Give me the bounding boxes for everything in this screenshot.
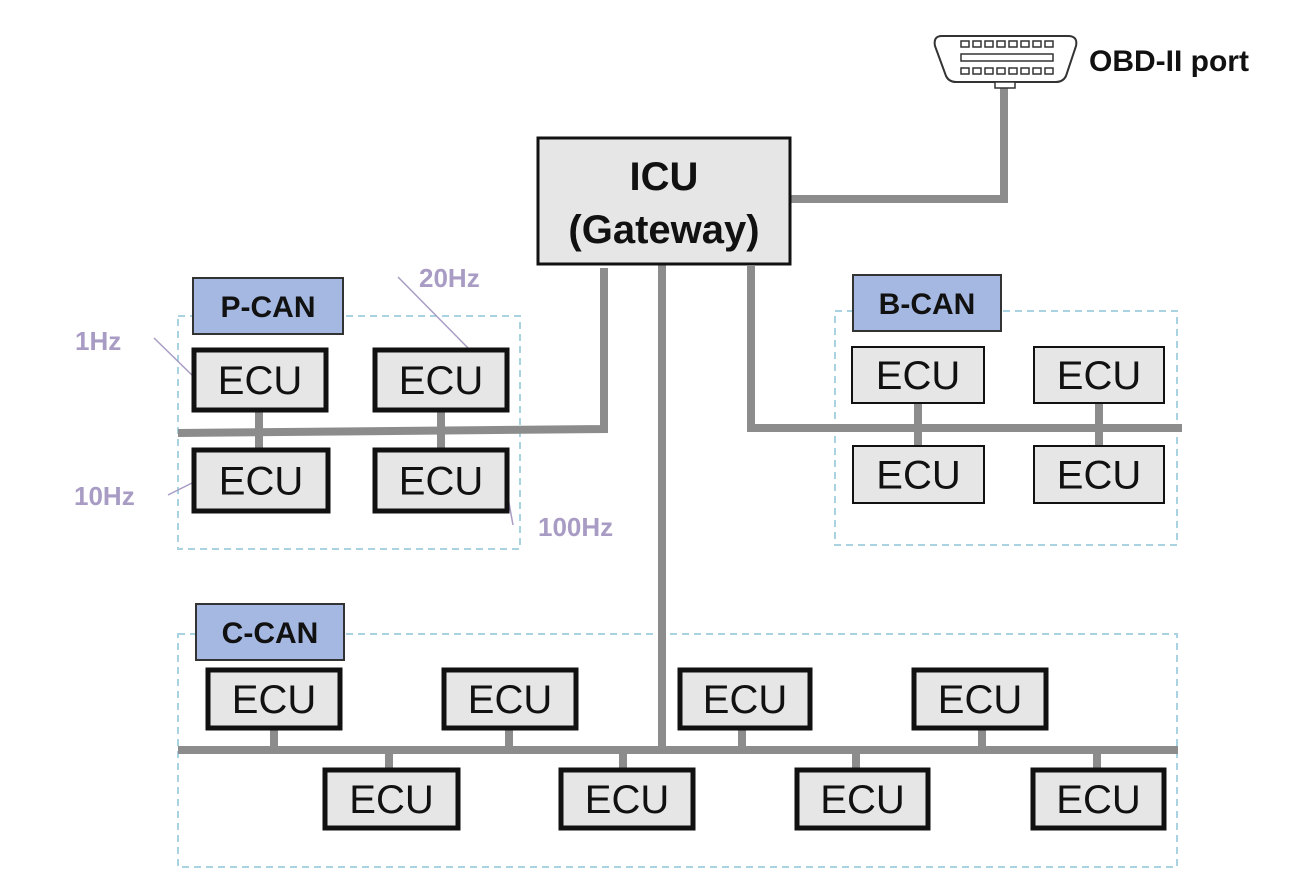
- p-can-label: P-CAN: [221, 291, 316, 324]
- ecu-node: ECU: [191, 347, 329, 413]
- b-can-label: B-CAN: [879, 288, 976, 321]
- ecu-box: [558, 767, 696, 831]
- ecu-node: ECU: [441, 667, 579, 731]
- ecu-label: ECU: [1057, 454, 1141, 498]
- freq-leader: [397, 276, 471, 351]
- ecu-label: ECU: [218, 359, 302, 403]
- ecu-box: [191, 347, 329, 413]
- ecu-box: [852, 445, 985, 504]
- ecu-label: ECU: [876, 354, 960, 398]
- ecu-label: ECU: [938, 678, 1022, 722]
- ecu-node: ECU: [1033, 445, 1165, 504]
- ecu-label: ECU: [468, 678, 552, 722]
- ecu-label: ECU: [349, 778, 433, 822]
- ecu-node: ECU: [205, 667, 343, 731]
- ecu-node: ECU: [372, 447, 510, 514]
- ecu-box: [441, 667, 579, 731]
- obd-port-icon: [933, 35, 1078, 89]
- freq-leader: [167, 480, 197, 496]
- ecu-node: ECU: [794, 767, 931, 831]
- ecu-label: ECU: [399, 359, 483, 403]
- ecu-box: [191, 447, 331, 514]
- ecu-label: ECU: [1056, 778, 1140, 822]
- freq-leader: [153, 337, 197, 380]
- ecu-box: [1033, 346, 1165, 404]
- ecu-node: ECU: [1033, 346, 1165, 404]
- p-can-link: [177, 268, 608, 437]
- c-can-label-box: [195, 603, 345, 661]
- ecu-node: ECU: [1030, 767, 1167, 831]
- ecu-box: [794, 767, 931, 831]
- ecu-label: ECU: [820, 778, 904, 822]
- ecu-label: ECU: [876, 454, 960, 498]
- ecu-box: [677, 667, 813, 731]
- ecu-label: ECU: [232, 678, 316, 722]
- ecu-node: ECU: [851, 346, 985, 404]
- icu-gateway-box: [536, 136, 792, 266]
- icu-title: ICU: [630, 155, 699, 199]
- ecu-node: ECU: [911, 667, 1049, 731]
- frequency-label: 20Hz: [419, 263, 480, 293]
- ecu-node: ECU: [322, 767, 461, 831]
- icu-subtitle: (Gateway): [568, 208, 759, 252]
- frequency-label: 10Hz: [74, 481, 135, 511]
- ecu-node: ECU: [372, 347, 510, 413]
- ecu-label: ECU: [219, 460, 303, 504]
- frequency-label: 1Hz: [75, 326, 121, 356]
- obd-link: [791, 87, 1008, 203]
- ecu-box: [372, 447, 510, 514]
- ecu-box: [851, 346, 985, 404]
- ecu-box: [1033, 445, 1165, 504]
- b-can-label-box: [852, 274, 1002, 332]
- p-can-label-box: [192, 277, 344, 335]
- c-can-region: [177, 633, 1178, 868]
- ecu-node: ECU: [677, 667, 813, 731]
- ecu-label: ECU: [399, 460, 483, 504]
- b-can-link: [747, 266, 1182, 432]
- ecu-box: [372, 347, 510, 413]
- ecu-nodes: ECU ECU ECU ECU ECU ECU ECU ECU ECU ECU ECU ECU ECU E…: [191, 346, 1167, 831]
- ecu-box: [205, 667, 343, 731]
- wires: [177, 87, 1182, 770]
- ecu-node: ECU: [191, 447, 331, 514]
- ecu-box: [1030, 767, 1167, 831]
- ecu-box: [322, 767, 461, 831]
- ecu-box: [911, 667, 1049, 731]
- obd-port-label: OBD-II port: [1089, 45, 1249, 78]
- ecu-label: ECU: [585, 778, 669, 822]
- ecu-node: ECU: [558, 767, 696, 831]
- ecu-node: ECU: [852, 445, 985, 504]
- ecu-label: ECU: [703, 678, 787, 722]
- c-can-label: C-CAN: [222, 617, 319, 650]
- ecu-label: ECU: [1057, 354, 1141, 398]
- frequency-label: 100Hz: [538, 512, 613, 542]
